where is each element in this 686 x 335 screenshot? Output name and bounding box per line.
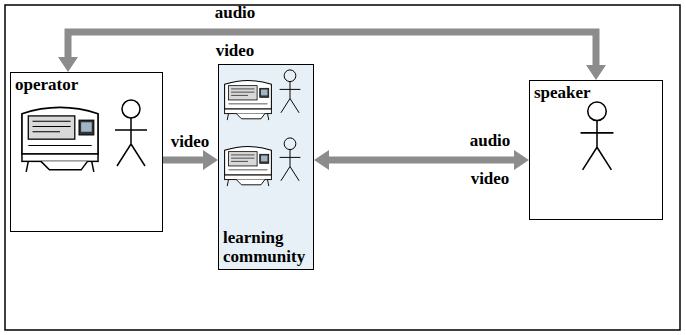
node-label: learning community <box>223 228 309 267</box>
node-label: speaker <box>534 83 658 103</box>
connector-arrow <box>314 150 529 170</box>
workstation-icon <box>222 141 274 187</box>
person-icon <box>277 69 303 115</box>
arrow-head <box>586 65 606 80</box>
workstation-icon <box>17 99 103 173</box>
speaker-box: speaker <box>529 80 663 220</box>
signal-label: audio video <box>470 122 511 198</box>
signal-label: audio video <box>215 0 256 70</box>
arrow-head <box>314 150 329 170</box>
person-icon <box>111 99 151 169</box>
connector-line <box>68 32 596 66</box>
connector-arrow <box>163 150 218 170</box>
workstation-icon <box>222 75 274 121</box>
connector-line <box>163 157 204 164</box>
signal-label: video <box>171 132 210 152</box>
person-icon <box>576 101 618 173</box>
arrow-head <box>203 150 218 170</box>
arrow-head <box>58 57 78 72</box>
connector-line <box>328 157 515 164</box>
arrow-head <box>514 150 529 170</box>
operator-box: operator <box>10 72 163 232</box>
community-box: learning community <box>218 64 314 270</box>
node-label: operator <box>15 75 158 95</box>
outer-frame <box>5 5 680 330</box>
person-icon <box>277 137 303 183</box>
